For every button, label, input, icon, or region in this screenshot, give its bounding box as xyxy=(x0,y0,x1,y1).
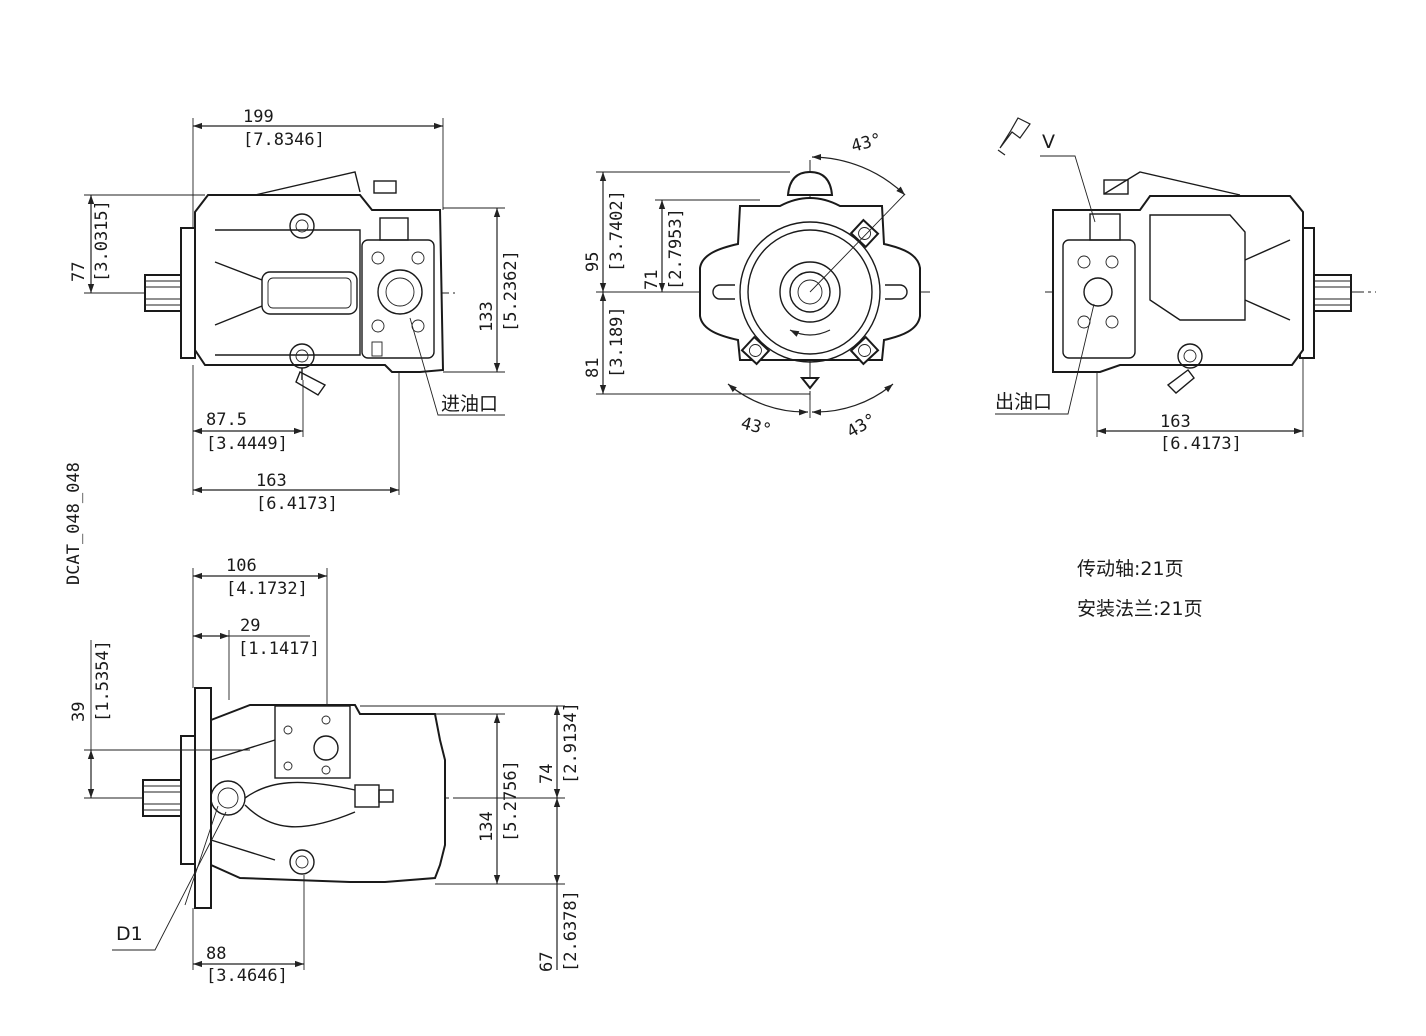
dim-163-left-in: [6.4173] xyxy=(256,494,338,514)
front-view: 95 [3.7402] 71 [2.7953] 81 [3.189] 43° 4… xyxy=(583,130,930,443)
dim-95: 95 xyxy=(583,252,603,272)
dim-163-right-in: [6.4173] xyxy=(1160,434,1242,454)
flange-note: 安装法兰:21页 xyxy=(1077,598,1203,620)
dim-77-in: [3.0315] xyxy=(92,200,112,282)
top-right-view: V 出油口 163 [6.4173] xyxy=(995,117,1376,454)
port-v-label: V xyxy=(1042,131,1055,153)
dim-163-left: 163 xyxy=(256,471,287,491)
dim-106: 106 xyxy=(226,556,257,576)
dim-199: 199 xyxy=(243,107,274,127)
shaft-note: 传动轴:21页 xyxy=(1077,558,1184,580)
dim-71-in: [2.7953] xyxy=(666,208,686,290)
dim-74: 74 xyxy=(537,764,557,784)
dim-134: 134 xyxy=(477,811,497,842)
dim-67: 67 xyxy=(537,952,557,972)
dim-67-in: [2.6378] xyxy=(561,890,581,972)
dim-106-in: [4.1732] xyxy=(226,579,308,599)
angle-bottom-left: 43° xyxy=(739,414,774,441)
dim-163-right: 163 xyxy=(1160,412,1191,432)
dim-77: 77 xyxy=(69,262,89,282)
dim-95-in: [3.7402] xyxy=(607,190,627,272)
dim-88-in: [3.4646] xyxy=(206,966,288,986)
dim-29-in: [1.1417] xyxy=(238,639,320,659)
bottom-left-view: 106 [4.1732] 29 [1.1417] 39 [1.5354] 134… xyxy=(69,556,581,986)
dim-81-in: [3.189] xyxy=(607,306,627,378)
dim-39: 39 xyxy=(69,702,89,722)
dim-29: 29 xyxy=(240,616,260,636)
dim-133-in: [5.2362] xyxy=(501,250,521,332)
dim-39-in: [1.5354] xyxy=(93,640,113,722)
inlet-label: 进油口 xyxy=(441,393,498,415)
angle-bottom-right: 43° xyxy=(844,410,881,443)
outlet-label: 出油口 xyxy=(995,391,1052,413)
top-left-view: 199 [7.8346] 77 [3.0315] 133 [5.2362] 87… xyxy=(69,107,521,514)
dim-74-in: [2.9134] xyxy=(561,702,581,784)
angle-top: 43° xyxy=(849,130,884,157)
dim-199-in: [7.8346] xyxy=(243,130,325,150)
dim-88: 88 xyxy=(206,944,226,964)
dim-134-in: [5.2756] xyxy=(501,760,521,842)
dim-71: 71 xyxy=(642,270,662,290)
dim-87-5-in: [3.4449] xyxy=(206,434,288,454)
dim-81: 81 xyxy=(583,358,603,378)
dim-133: 133 xyxy=(477,301,497,332)
dim-87-5: 87.5 xyxy=(206,410,247,430)
drawing-code: DCAT_048_048 xyxy=(64,462,84,585)
port-d1-label: D1 xyxy=(116,923,143,945)
